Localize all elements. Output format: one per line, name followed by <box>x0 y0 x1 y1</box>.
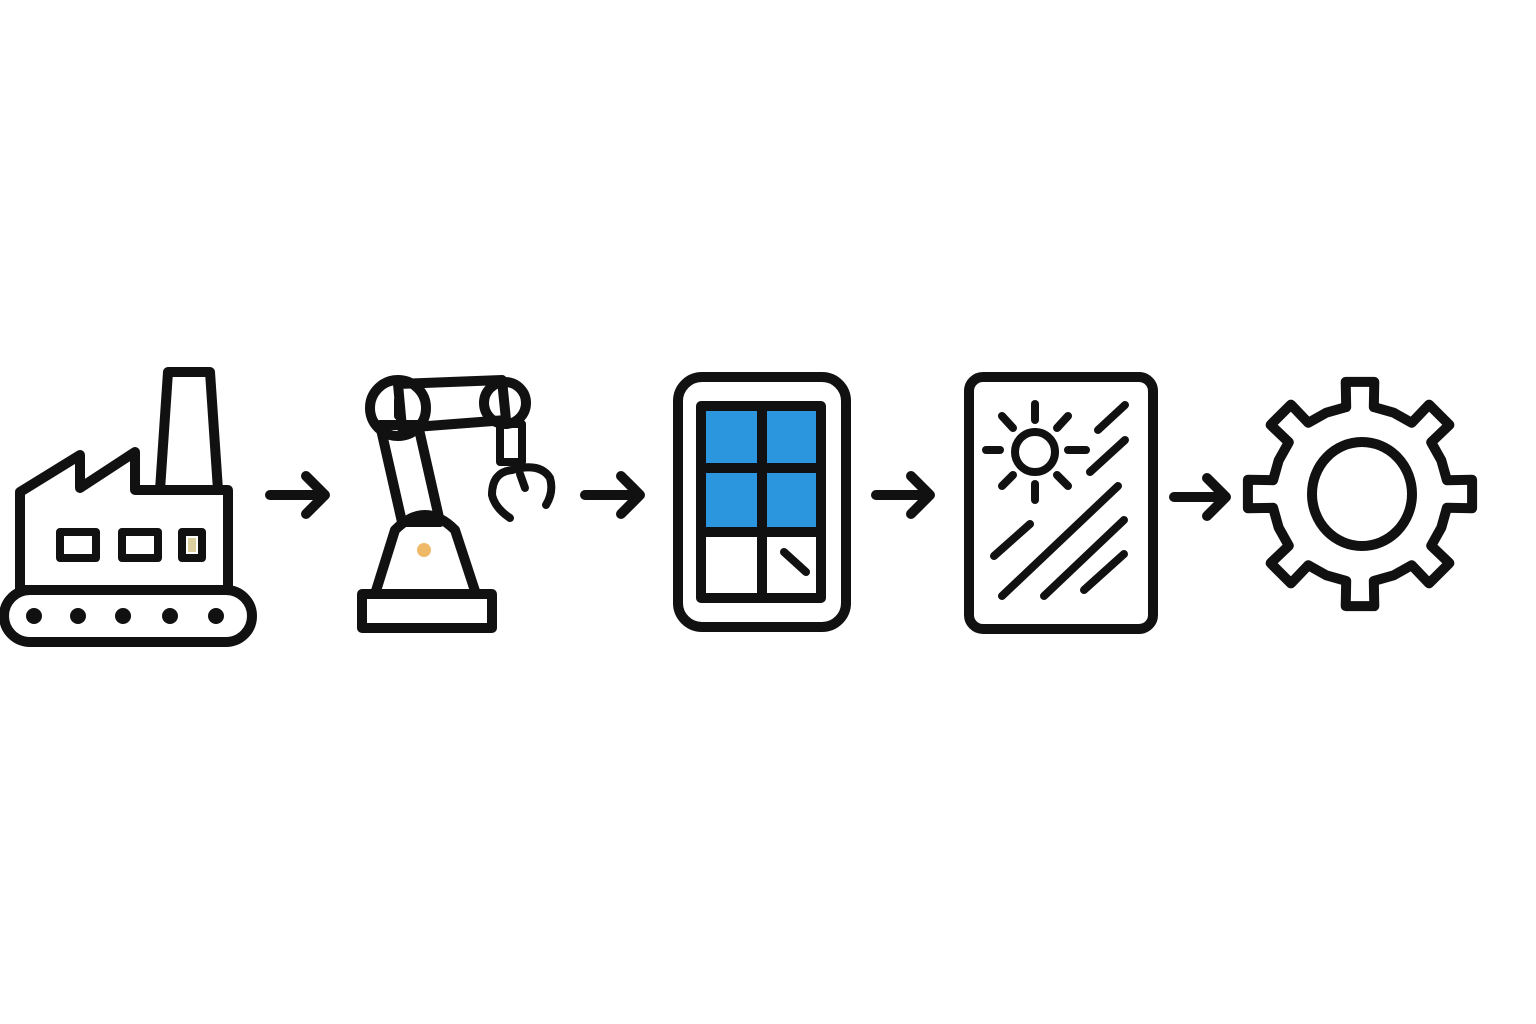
factory-window <box>56 528 100 562</box>
factory-window <box>118 528 162 562</box>
arrow-right-icon <box>1169 473 1231 521</box>
conveyor-wheel <box>208 608 224 624</box>
factory-window <box>178 528 206 562</box>
window-panel-icon <box>673 372 851 632</box>
robot-gripper <box>508 463 556 509</box>
glass-reflection-line <box>1080 550 1128 594</box>
robotic-arm-icon <box>357 375 556 633</box>
solar-glass-panel-icon <box>964 372 1158 634</box>
robot-shoulder-joint <box>365 375 431 441</box>
factory-building <box>15 447 233 595</box>
robot-wrist <box>496 420 526 466</box>
arrow-right-icon <box>580 471 645 519</box>
factory-icon <box>0 367 257 647</box>
conveyor-wheel <box>162 608 178 624</box>
glass-reflection-line <box>998 482 1122 600</box>
gear-icon <box>1242 376 1478 612</box>
window-pane <box>706 411 757 463</box>
glass-reflection-line <box>1040 516 1128 600</box>
arrow-right-icon <box>871 471 935 519</box>
robot-pedestal-light <box>417 543 431 557</box>
conveyor-wheel <box>26 608 42 624</box>
sun-icon <box>982 400 1090 504</box>
arrow-right-icon <box>265 471 330 519</box>
robot-gripper <box>488 466 516 522</box>
factory-window-light <box>188 538 196 552</box>
robot-pedestal <box>370 510 481 599</box>
robot-base-plate <box>357 589 497 633</box>
window-pane <box>706 473 757 527</box>
glass-reflection-line <box>1086 436 1129 476</box>
glass-reflection-line <box>990 520 1034 560</box>
window-pane <box>767 411 816 463</box>
glass-reflection-line <box>1094 401 1129 434</box>
glass-panel-frame <box>964 372 1158 634</box>
gear-hole <box>1307 437 1417 551</box>
factory-chimney <box>155 367 223 495</box>
window-pane <box>767 473 816 527</box>
factory-conveyor <box>0 585 257 647</box>
window-frame-outer <box>673 372 851 632</box>
conveyor-wheel <box>115 608 131 624</box>
conveyor-wheel <box>70 608 86 624</box>
window-glare <box>780 548 810 576</box>
